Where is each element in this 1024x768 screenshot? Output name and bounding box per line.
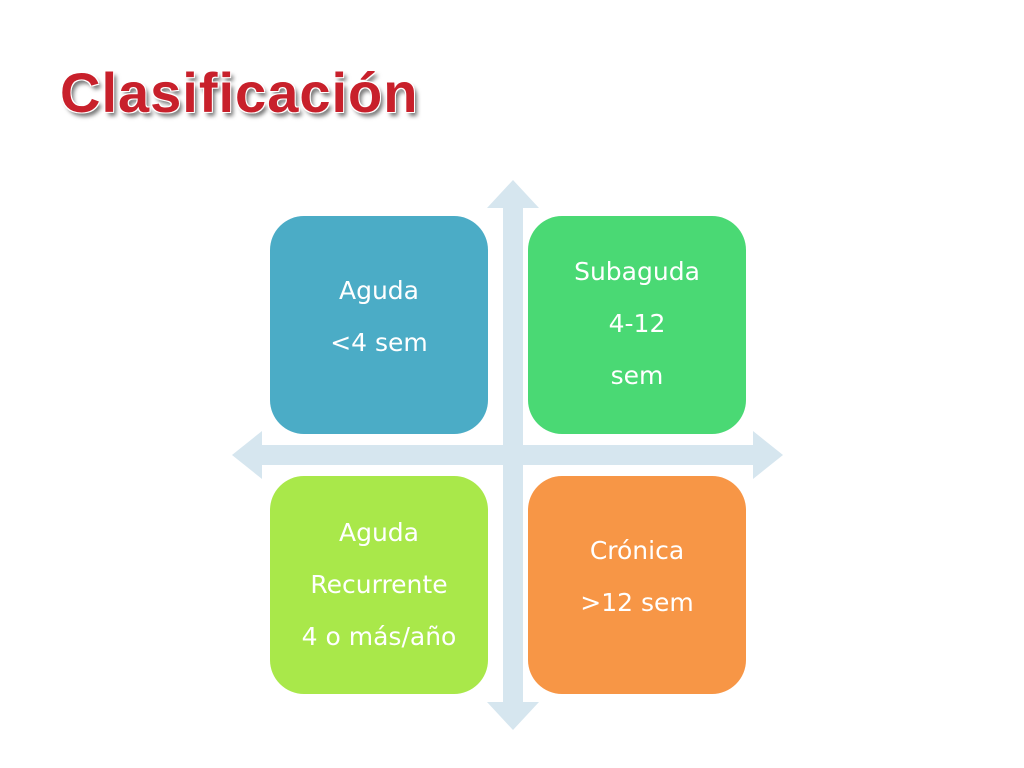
down-arrow-icon — [487, 702, 539, 730]
quadrant-line: Aguda — [338, 276, 419, 305]
right-arrow-icon — [753, 431, 783, 479]
quadrant-line: Recurrente — [310, 570, 448, 599]
quadrant-line: <4 sem — [330, 328, 428, 357]
left-arrow-icon — [232, 431, 262, 479]
quadrant-line: 4-12 — [608, 309, 666, 338]
up-arrow-icon — [487, 180, 539, 208]
quadrant-cronica: Crónica >12 sem — [528, 476, 746, 694]
quadrant-line: sem — [610, 361, 664, 390]
quadrant-aguda-recurrente: Aguda Recurrente 4 o más/año — [270, 476, 488, 694]
quadrant-line: Crónica — [589, 536, 685, 565]
quadrant-line: 4 o más/año — [301, 622, 457, 651]
quadrant-line: >12 sem — [580, 588, 694, 617]
quadrant-aguda: Aguda <4 sem — [270, 216, 488, 434]
quadrant-line: Aguda — [338, 518, 419, 547]
slide-title: Clasificación — [60, 61, 419, 124]
horizontal-axis-shaft — [258, 445, 758, 465]
quadrant-line: Subaguda — [574, 257, 700, 286]
quadrant-subaguda: Subaguda 4-12 sem — [528, 216, 746, 434]
